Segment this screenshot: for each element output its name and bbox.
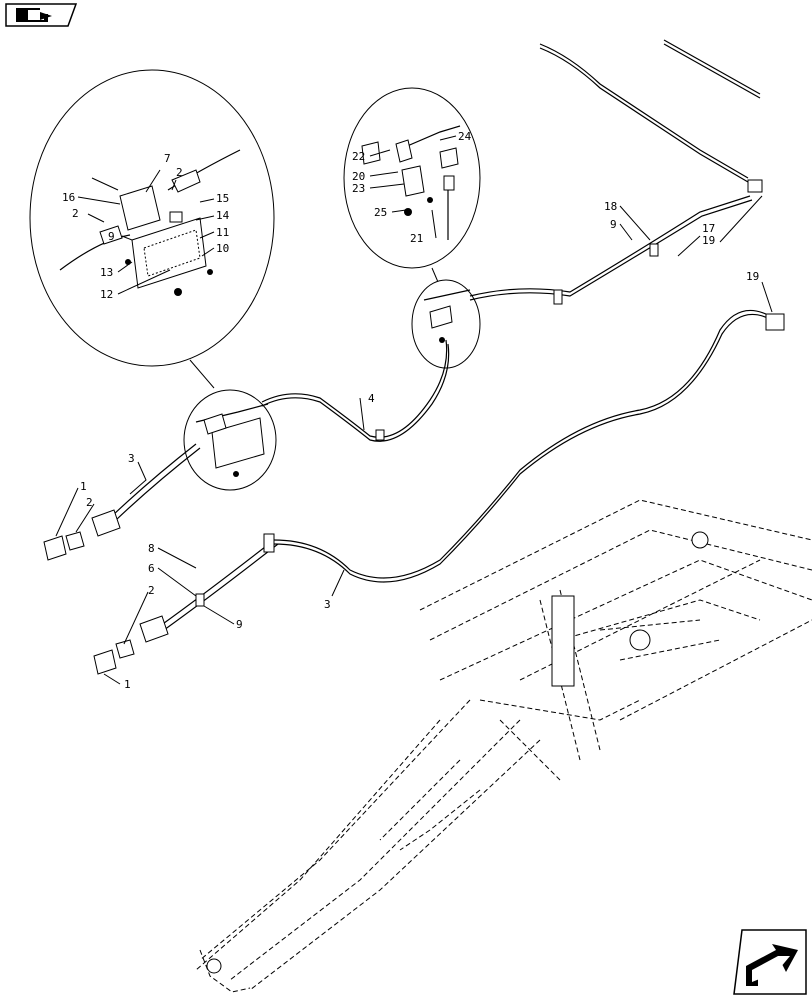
- callout-3: 3: [324, 598, 331, 611]
- callout-3: 3: [128, 452, 135, 465]
- callout-18: 18: [604, 200, 617, 213]
- callout-7: 7: [164, 152, 171, 165]
- arrow-back-icon: [16, 8, 52, 22]
- callout-2: 2: [86, 496, 93, 509]
- callout-9: 9: [108, 230, 115, 243]
- callout-9: 9: [236, 618, 243, 631]
- arrow-forward-icon: [746, 944, 798, 986]
- detail-view-tee: [411, 279, 481, 369]
- callout-16: 16: [62, 191, 75, 204]
- callout-8: 8: [148, 542, 155, 555]
- callout-23: 23: [352, 182, 365, 195]
- callout-2: 2: [72, 207, 79, 220]
- callout-4: 4: [368, 392, 375, 405]
- callout-19: 19: [746, 270, 759, 283]
- callout-11: 11: [216, 226, 229, 239]
- next-page-button[interactable]: [733, 929, 807, 995]
- callout-25: 25: [374, 206, 387, 219]
- callout-15: 15: [216, 192, 229, 205]
- callout-12: 12: [100, 288, 113, 301]
- callout-labels: 16 7 2 15 2 14 11 10 9 13 12 24 22 20 23…: [62, 130, 759, 691]
- callout-22: 22: [352, 150, 365, 163]
- hose-lower-left: [93, 533, 279, 675]
- hose-3-upper: [43, 443, 201, 561]
- prev-page-button[interactable]: [5, 3, 78, 27]
- hose-3-long: [273, 309, 785, 583]
- callout-9: 9: [610, 218, 617, 231]
- leader-lines: [55, 135, 773, 685]
- callout-13: 13: [100, 266, 113, 279]
- callout-19: 19: [702, 234, 715, 247]
- callout-14: 14: [216, 209, 230, 222]
- machine-frame: [195, 499, 812, 993]
- detail-view-valve-block: [29, 69, 275, 389]
- callout-1: 1: [124, 678, 131, 691]
- callout-2: 2: [148, 584, 155, 597]
- hose-upper-right: [469, 39, 763, 305]
- callout-2: 2: [176, 166, 183, 179]
- callout-10: 10: [216, 242, 229, 255]
- callout-20: 20: [352, 170, 365, 183]
- callout-21: 21: [410, 232, 423, 245]
- callout-1: 1: [80, 480, 87, 493]
- callout-17: 17: [702, 222, 715, 235]
- hose-4: [261, 339, 450, 442]
- detail-view-valve-small: [183, 389, 277, 491]
- callout-24: 24: [458, 130, 472, 143]
- detail-view-elbow-fittings: [343, 87, 481, 283]
- callout-6: 6: [148, 562, 155, 575]
